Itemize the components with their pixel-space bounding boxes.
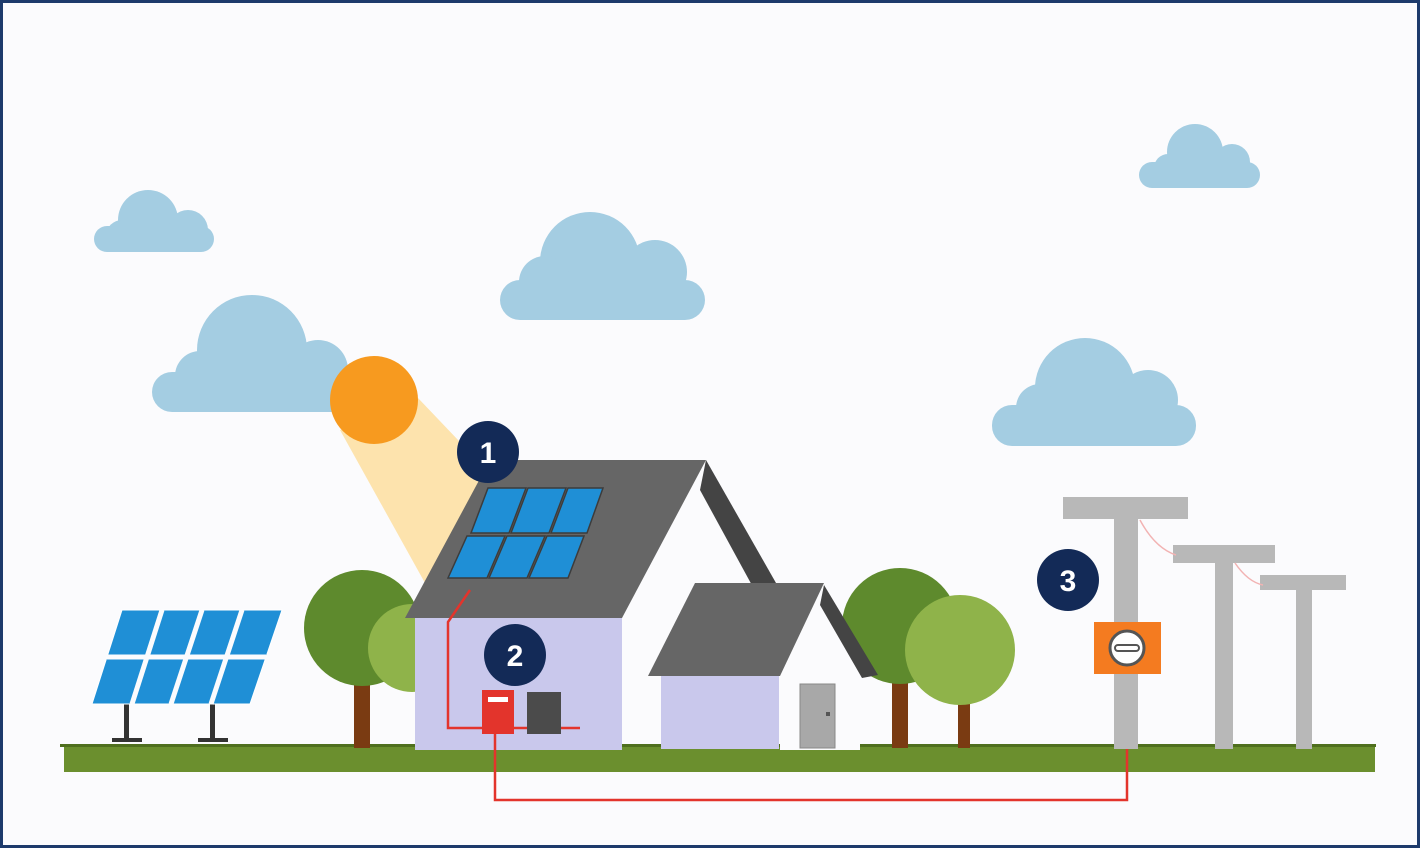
ground-solar-array <box>91 609 283 742</box>
tree-right <box>842 568 1015 748</box>
roof-solar-panels <box>446 487 605 579</box>
cloud-right <box>992 338 1196 446</box>
power-lines <box>1139 519 1264 586</box>
solar-grid-diagram: 1 2 3 <box>60 124 1376 802</box>
battery-unit <box>527 692 561 734</box>
cloud-center <box>500 212 705 320</box>
badge-3: 3 <box>1037 549 1099 611</box>
ground <box>64 746 1375 772</box>
inverter-unit <box>482 690 514 734</box>
badge-1-label: 1 <box>480 437 497 470</box>
badge-3-label: 3 <box>1060 565 1077 598</box>
annex-building <box>648 583 878 750</box>
badge-2: 2 <box>484 624 546 686</box>
sun <box>330 356 418 444</box>
cloud-top-right <box>1139 124 1260 188</box>
badge-1: 1 <box>457 421 519 483</box>
cloud-top-left <box>94 190 214 252</box>
badge-2-label: 2 <box>507 640 524 673</box>
